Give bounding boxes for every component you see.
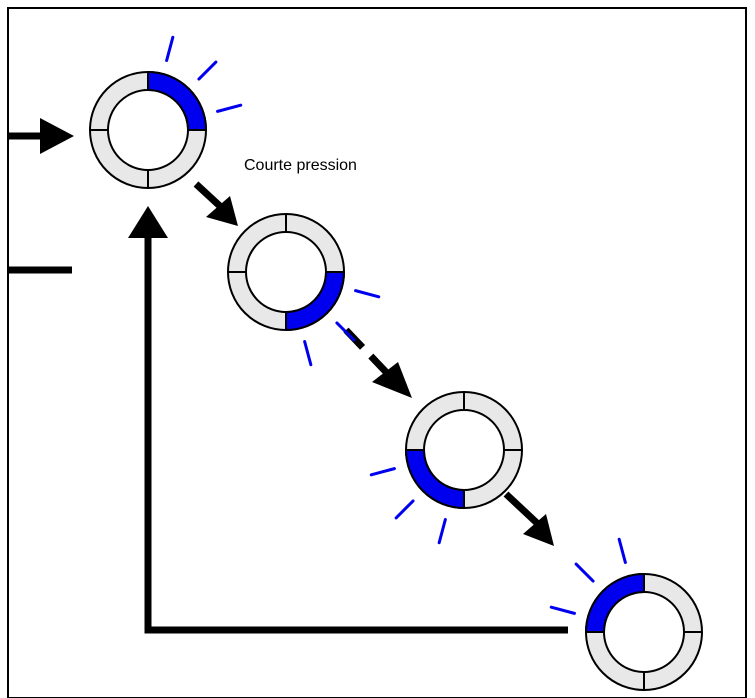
short-press-label: Courte pression (244, 157, 357, 174)
flash-mark (437, 518, 447, 545)
flash-mark (197, 60, 218, 81)
status-ring-4 (584, 572, 703, 691)
flash-mark (216, 103, 243, 113)
flash-marks-3 (369, 467, 447, 545)
status-ring-2 (227, 213, 346, 332)
status-ring-1 (89, 70, 208, 189)
flash-marks-2 (303, 289, 381, 367)
step-arrow-3-4 (503, 491, 554, 546)
flash-marks-1 (165, 35, 243, 113)
ring-layer (89, 70, 703, 691)
flash-marks-4 (549, 537, 627, 615)
flash-mark (165, 35, 175, 62)
flash-mark (617, 537, 627, 564)
flash-layer (165, 35, 627, 615)
entry-arrow (8, 118, 74, 154)
return-loop-arrow (128, 206, 568, 634)
flash-mark (574, 562, 595, 583)
flash-mark (394, 499, 415, 520)
flash-mark (303, 340, 313, 367)
diagram-frame (7, 7, 747, 698)
flash-mark (369, 467, 396, 477)
flash-mark (354, 289, 381, 299)
step-arrow-1-2 (193, 181, 238, 226)
flash-mark (549, 605, 576, 615)
status-ring-3 (404, 391, 523, 510)
flash-mark (335, 321, 356, 342)
step-arrow-2-3 (343, 327, 412, 398)
